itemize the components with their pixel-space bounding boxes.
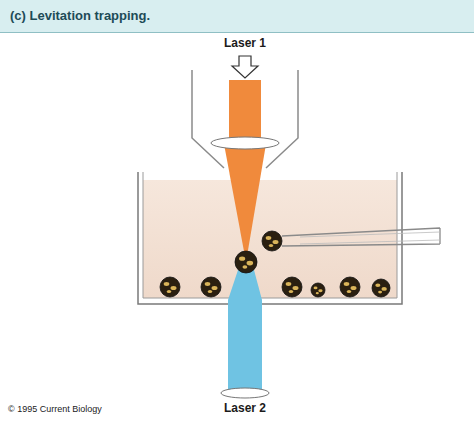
bead	[201, 277, 221, 297]
header-band: (c) Levitation trapping.	[0, 0, 474, 33]
bead-speck	[171, 286, 177, 290]
bead-speck	[318, 289, 322, 292]
laser-label: Laser 1	[224, 36, 266, 50]
bead	[311, 283, 325, 297]
bead-speck	[316, 292, 319, 294]
bead	[372, 279, 390, 297]
bead	[235, 251, 257, 273]
bead-body	[311, 283, 325, 297]
bead-body	[282, 277, 302, 297]
bead-speck	[314, 287, 318, 290]
down-arrow	[232, 56, 258, 78]
bead-speck	[212, 286, 218, 290]
bead-speck	[164, 282, 170, 286]
bead-body	[340, 277, 360, 297]
bead-speck	[247, 261, 254, 266]
bead-speck	[293, 286, 299, 290]
bead-body	[235, 251, 257, 273]
laser-1-cone	[224, 144, 266, 262]
objective-housing	[266, 70, 298, 168]
bead-speck	[344, 282, 350, 286]
bead	[282, 277, 302, 297]
bead-speck	[378, 291, 382, 294]
micropipette	[282, 228, 440, 246]
laser-1-beam	[229, 80, 261, 142]
bead-speck	[269, 244, 273, 247]
bead-speck	[289, 290, 293, 293]
bead	[262, 231, 282, 251]
bead-speck	[208, 290, 212, 293]
lens	[221, 388, 269, 398]
bead-speck	[347, 290, 351, 293]
bead-speck	[242, 265, 247, 268]
medium	[143, 180, 397, 298]
copyright-note: © 1995 Current Biology	[8, 404, 102, 414]
lens	[211, 137, 279, 149]
bead-body	[160, 277, 180, 297]
figure-title: (c) Levitation trapping.	[10, 8, 150, 23]
bead-speck	[205, 282, 211, 286]
laser-label: Laser 2	[224, 401, 266, 415]
bead-speck	[266, 236, 272, 240]
bead	[340, 277, 360, 297]
bead-body	[201, 277, 221, 297]
bead-body	[262, 231, 282, 251]
bead-speck	[286, 282, 292, 286]
bead-speck	[167, 290, 171, 293]
laser-2-beam	[228, 270, 262, 392]
bead-speck	[273, 240, 279, 244]
objective-housing	[192, 70, 224, 168]
bead-speck	[381, 287, 386, 291]
bead-speck	[239, 257, 245, 261]
bead-speck	[375, 284, 380, 288]
dish-outer	[138, 172, 402, 304]
bead-speck	[351, 286, 357, 290]
micropipette-bore	[300, 232, 440, 244]
bead	[160, 277, 180, 297]
beads	[160, 231, 390, 297]
bead-body	[372, 279, 390, 297]
